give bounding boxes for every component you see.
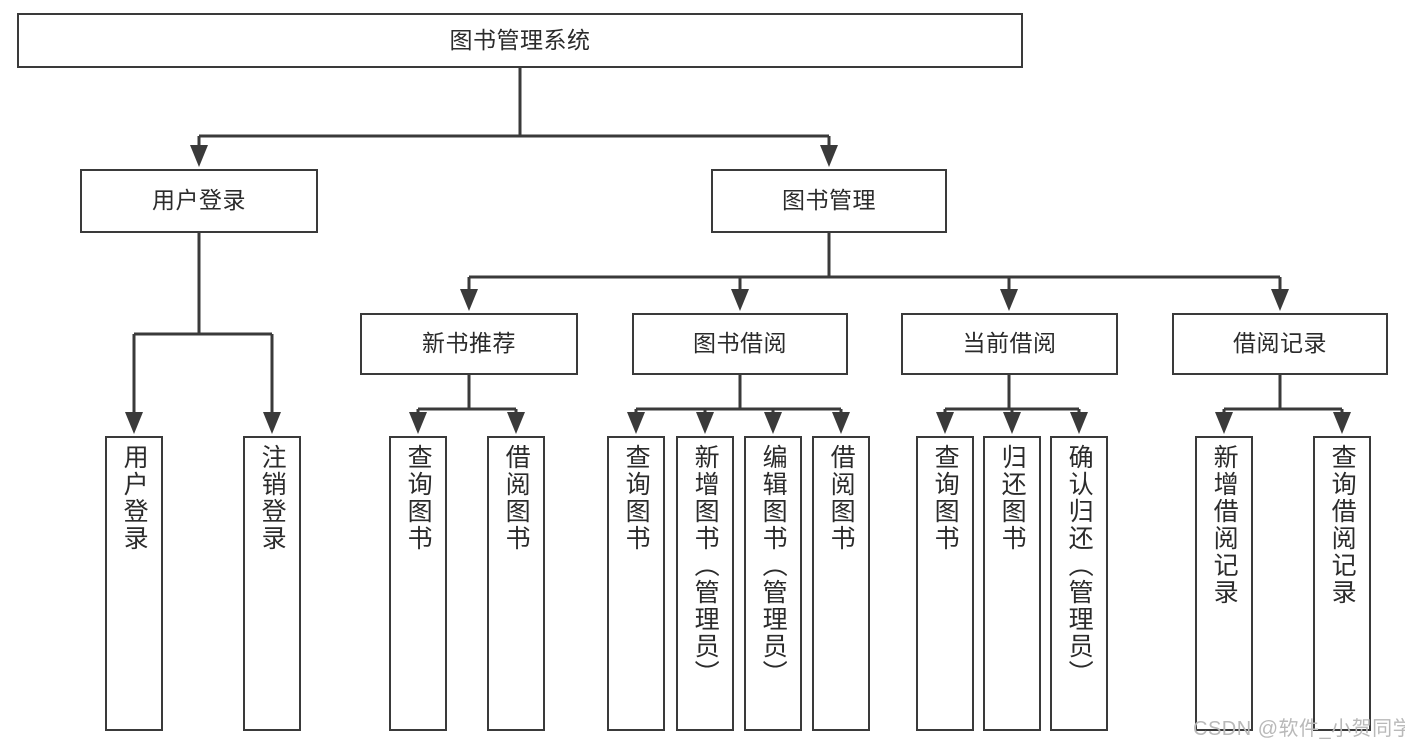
node-label: 注销登录 xyxy=(258,444,287,552)
node-label: 借阅图书 xyxy=(827,444,856,552)
arrowhead-icon xyxy=(820,145,838,167)
connector-root-to-l1 xyxy=(197,68,831,151)
node-label: 新增图书（管理员） xyxy=(691,444,720,687)
arrowhead-icon xyxy=(507,412,525,434)
node-label: 查询借阅记录 xyxy=(1328,444,1357,606)
arrowhead-icon xyxy=(1070,412,1088,434)
node-label: 归还图书 xyxy=(998,444,1027,552)
connector-bookborrow-to-leaves xyxy=(634,375,843,418)
node-label: 图书管理系统 xyxy=(449,26,591,53)
node-label: 当前借阅 xyxy=(962,330,1057,357)
arrowhead-icon xyxy=(1000,289,1018,311)
node-label: 图书管理 xyxy=(782,187,876,214)
node-label: 用户登录 xyxy=(152,187,246,214)
connector-bookmanage-to-l2 xyxy=(467,233,1282,295)
node-leaf-add-record[interactable]: 新增借阅记录 xyxy=(1195,436,1253,731)
node-leaf-add-book[interactable]: 新增图书（管理员） xyxy=(676,436,734,731)
node-leaf-logout[interactable]: 注销登录 xyxy=(243,436,301,731)
node-label: 查询图书 xyxy=(931,444,960,552)
connector-newbook-to-leaves xyxy=(416,375,518,418)
arrowhead-icon xyxy=(832,412,850,434)
arrowhead-icon xyxy=(696,412,714,434)
node-borrow-record[interactable]: 借阅记录 xyxy=(1172,313,1388,375)
arrowhead-icon xyxy=(1215,412,1233,434)
arrowhead-icon xyxy=(764,412,782,434)
node-user-login[interactable]: 用户登录 xyxy=(80,169,318,233)
arrowhead-icon xyxy=(1003,412,1021,434)
arrowhead-icon xyxy=(190,145,208,167)
arrowhead-icon xyxy=(263,412,281,434)
arrowhead-icon xyxy=(627,412,645,434)
node-book-borrow[interactable]: 图书借阅 xyxy=(632,313,848,375)
node-leaf-query-record[interactable]: 查询借阅记录 xyxy=(1313,436,1371,731)
node-label: 图书借阅 xyxy=(693,330,787,357)
node-new-book-recommend[interactable]: 新书推荐 xyxy=(360,313,578,375)
node-leaf-return-book[interactable]: 归还图书 xyxy=(983,436,1041,731)
node-leaf-borrow-book-2[interactable]: 借阅图书 xyxy=(812,436,870,731)
node-leaf-query-book-1[interactable]: 查询图书 xyxy=(389,436,447,731)
node-leaf-confirm-return[interactable]: 确认归还（管理员） xyxy=(1050,436,1108,731)
arrowhead-icon xyxy=(1333,412,1351,434)
node-leaf-user-login[interactable]: 用户登录 xyxy=(105,436,163,731)
node-book-manage[interactable]: 图书管理 xyxy=(711,169,947,233)
node-leaf-borrow-book-1[interactable]: 借阅图书 xyxy=(487,436,545,731)
arrowhead-icon xyxy=(1271,289,1289,311)
node-current-borrow[interactable]: 当前借阅 xyxy=(901,313,1118,375)
node-label: 借阅图书 xyxy=(502,444,531,552)
connector-userlogin-to-leaves xyxy=(132,233,274,418)
arrowhead-icon xyxy=(936,412,954,434)
node-label: 新增借阅记录 xyxy=(1210,444,1239,606)
node-label: 用户登录 xyxy=(120,444,149,552)
node-root[interactable]: 图书管理系统 xyxy=(17,13,1023,68)
node-leaf-query-book-3[interactable]: 查询图书 xyxy=(916,436,974,731)
node-label: 编辑图书（管理员） xyxy=(759,444,788,687)
connector-currentborrow-to-leaves xyxy=(943,375,1081,418)
node-leaf-query-book-2[interactable]: 查询图书 xyxy=(607,436,665,731)
arrowhead-icon xyxy=(731,289,749,311)
node-label: 新书推荐 xyxy=(422,330,516,357)
connector-borrowrecord-to-leaves xyxy=(1222,375,1344,418)
node-label: 确认归还（管理员） xyxy=(1065,444,1094,687)
node-label: 借阅记录 xyxy=(1233,330,1327,357)
node-label: 查询图书 xyxy=(404,444,433,552)
node-leaf-edit-book[interactable]: 编辑图书（管理员） xyxy=(744,436,802,731)
arrowhead-icon xyxy=(409,412,427,434)
arrowhead-icon xyxy=(125,412,143,434)
node-label: 查询图书 xyxy=(622,444,651,552)
arrowhead-icon xyxy=(460,289,478,311)
